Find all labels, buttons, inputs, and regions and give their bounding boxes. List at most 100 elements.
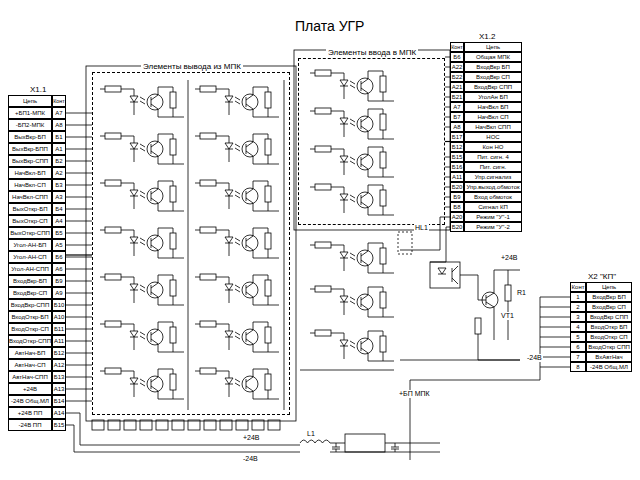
terminal-block: [92, 420, 280, 430]
table-cell: Пит. сигн.: [464, 162, 522, 172]
capacitor: [332, 443, 340, 452]
bus-wire: [188, 80, 189, 410]
table-cell: НачВкл БП: [464, 102, 522, 112]
table-header-cell: Цепь: [8, 95, 52, 107]
table-cell: А7: [450, 102, 464, 112]
opto-cell: [310, 146, 394, 177]
resistor: [505, 285, 511, 301]
frame: [294, 50, 450, 230]
opto-cell: [195, 86, 279, 117]
table-cell: Кон НО: [464, 142, 522, 152]
table-cell: А13: [52, 383, 66, 395]
table-heading: X2 "КП": [586, 272, 618, 281]
signal-label: +БП МПК: [398, 390, 431, 398]
table-cell: 7: [570, 352, 586, 362]
opto-cell: [100, 86, 184, 117]
table-cell: АвтНач-СП: [8, 359, 52, 371]
connector: [66, 254, 92, 255]
table-cell: Угол-АН-БП: [8, 239, 52, 251]
table-cell: Б2: [52, 155, 66, 167]
signal-label: +24В: [242, 434, 261, 442]
table-cell: Б5: [52, 227, 66, 239]
resistor: [475, 318, 481, 334]
table-cell: Б22: [450, 72, 464, 82]
signal-label: L1: [306, 430, 316, 438]
table-header-cell: Конт: [450, 42, 464, 52]
opto-cell: [195, 274, 279, 305]
regulator: [345, 434, 385, 452]
signal-label: -24В: [526, 354, 543, 362]
table-cell: Б12: [450, 142, 464, 152]
opto-cell: [310, 70, 394, 101]
table-cell: ВходОткр СПП: [586, 342, 632, 352]
capacitor: [391, 443, 399, 452]
table-cell: А6: [52, 263, 66, 275]
input-region: Элементы ввода в МПК: [298, 58, 445, 225]
table-cell: -24В Общ.МЛ: [8, 395, 52, 407]
opto-cell: [100, 321, 184, 352]
opto-cell: [310, 184, 394, 215]
table-cell: ВыхВкр-БП: [8, 131, 52, 143]
opto-cell: [310, 108, 394, 139]
table-header-cell: Конт: [52, 95, 66, 107]
opto-cell: [310, 286, 394, 317]
table-cell: А11: [52, 335, 66, 347]
table-cell: Б15: [450, 152, 464, 162]
table-cell: ВходОткр-БП: [8, 311, 52, 323]
opto-cell: [195, 368, 279, 399]
table-cell: Б21: [450, 92, 464, 102]
optocoupler: [430, 262, 460, 288]
table-cell: ВходОткр БП: [586, 322, 632, 332]
table-cell: ВходВкр СП: [586, 302, 632, 312]
table-cell: Б6: [52, 251, 66, 263]
table-cell: ВходВкр-СПП: [8, 299, 52, 311]
output-region: Элементы вывода из МПК: [92, 72, 290, 415]
table-header-cell: Цепь: [586, 282, 632, 292]
diagram-title: Плата УГР: [295, 18, 364, 34]
table-cell: А1: [52, 143, 66, 155]
opto-cell: [100, 180, 184, 211]
opto-cell: [310, 242, 394, 273]
bus-wire: [284, 80, 285, 410]
table-cell: Пит. сигн. 4: [464, 152, 522, 162]
signal-label: +24В: [500, 254, 519, 262]
opto-cell: [310, 330, 394, 361]
opto-cell: [195, 227, 279, 258]
table-cell: А7: [52, 107, 66, 119]
table-heading: X1.2: [477, 32, 497, 41]
optocoupler: [438, 266, 458, 284]
opto-cell: [195, 321, 279, 352]
table-cell: А5: [52, 239, 66, 251]
table-cell: Б7: [450, 112, 464, 122]
table-cell: Б15: [52, 419, 66, 431]
table-cell: Б1: [52, 131, 66, 143]
table-cell: Б4: [52, 203, 66, 215]
table-cell: Б12: [52, 347, 66, 359]
table-cell: ВыхОткр-СП: [8, 215, 52, 227]
table-cell: ВходОткр-СПП: [8, 335, 52, 347]
table-cell: 2: [570, 302, 586, 312]
table-cell: Б20: [450, 182, 464, 192]
table-cell: Режим "У"-2: [464, 222, 522, 232]
table-header-cell: Цепь: [464, 42, 522, 52]
table-cell: Вход обмоток: [464, 192, 522, 202]
table-cell: УголАн БП: [464, 92, 522, 102]
opto-cell: [100, 133, 184, 164]
table-cell: А8: [450, 122, 464, 132]
table-cell: +24В: [8, 383, 52, 395]
table-cell: Б10: [52, 299, 66, 311]
table-cell: АвтНач-БП: [8, 347, 52, 359]
table-cell: Упр.выход.обмоток: [464, 182, 522, 192]
table-cell: АвтНач-СПП: [8, 371, 52, 383]
table-cell: А20: [450, 212, 464, 222]
table-cell: Б20: [450, 222, 464, 232]
table-cell: +БП1-МПК: [8, 107, 52, 119]
table-cell: Угол-АН-СП: [8, 251, 52, 263]
coil: [300, 440, 330, 443]
table-cell: ВходВкр-СП: [8, 287, 52, 299]
wire: [478, 270, 520, 360]
table-cell: НачВкл-СПП: [8, 191, 52, 203]
table-cell: ВыхВкр-СПП: [8, 155, 52, 167]
table-cell: ВыхОткр-БП: [8, 203, 52, 215]
table-cell: Б13: [52, 371, 66, 383]
